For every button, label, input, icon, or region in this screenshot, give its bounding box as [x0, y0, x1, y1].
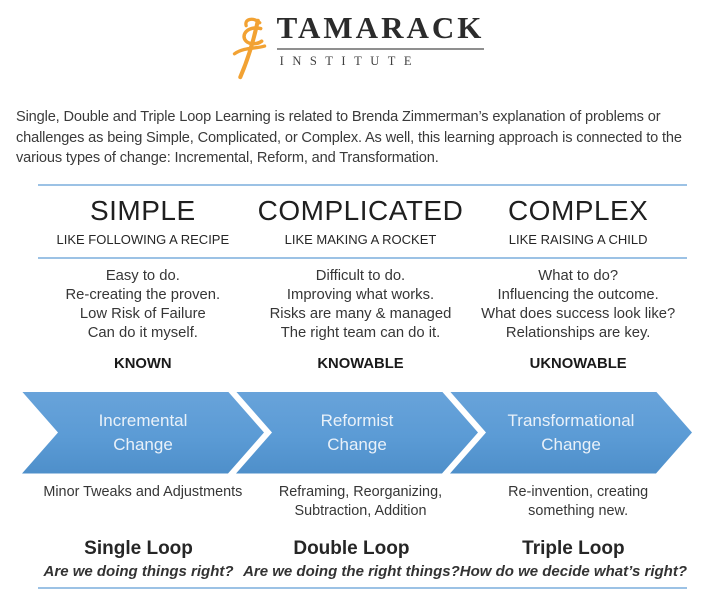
problem-headers-row: SIMPLE LIKE FOLLOWING A RECIPE COMPLICAT…: [0, 195, 713, 247]
loop-name: Single Loop: [84, 537, 193, 559]
arrow-incremental-change: Incremental Change: [22, 392, 264, 474]
logo-wordmark: TAMARACK: [276, 10, 485, 50]
column-title: COMPLEX: [507, 194, 649, 226]
column-subtitle: LIKE MAKING A ROCKET: [284, 231, 437, 247]
change-description-reformist: Reframing, Reorganizing, Subtraction, Ad…: [252, 483, 470, 521]
arrow-transformational-change: Transformational Change: [450, 392, 692, 474]
logo-text: TAMARACK INSTITUTE: [276, 10, 485, 69]
column-title: SIMPLE: [89, 194, 196, 226]
change-description-incremental: Minor Tweaks and Adjustments: [34, 483, 252, 521]
change-descriptions-row: Minor Tweaks and Adjustments Reframing, …: [0, 483, 713, 521]
change-description-text: Reframing, Reorganizing, Subtraction, Ad…: [278, 483, 443, 519]
column-subtitle: LIKE RAISING A CHILD: [508, 231, 648, 247]
arrow-label-line2: Change: [327, 434, 387, 454]
loop-question: Are we doing things right?: [43, 562, 234, 580]
knowability-knowable: KNOWABLE: [317, 355, 404, 372]
point: Relationships are key.: [505, 324, 651, 341]
characteristics-row: Easy to do. Re-creating the proven. Low …: [0, 267, 713, 343]
column-header-complicated: COMPLICATED LIKE MAKING A ROCKET: [252, 195, 470, 247]
column-points-complicated: Difficult to do. Improving what works. R…: [252, 267, 470, 343]
logo: TAMARACK INSTITUTE: [0, 0, 713, 85]
arrow-label-line1: Reformist: [320, 410, 394, 430]
change-description-text: Minor Tweaks and Adjustments: [43, 483, 243, 500]
arrow-label-line2: Change: [541, 434, 601, 454]
loop-name: Double Loop: [293, 537, 410, 559]
point: Improving what works.: [286, 286, 435, 303]
change-description-transformational: Re-invention, creating something new.: [469, 483, 687, 521]
column-points-simple: Easy to do. Re-creating the proven. Low …: [34, 267, 252, 343]
divider-middle: [38, 256, 687, 259]
tamarack-tree-icon: [229, 14, 273, 85]
loop-name: Triple Loop: [522, 537, 625, 559]
arrow-reformist-change: Reformist Change: [236, 392, 478, 474]
change-arrows-row: Incremental Change Reformist Change Tran…: [0, 392, 713, 474]
loops-row: Single Loop Are we doing things right? D…: [0, 538, 713, 580]
knowability-known: KNOWN: [114, 355, 172, 372]
point: Difficult to do.: [315, 267, 406, 284]
arrow-label-line2: Change: [113, 434, 173, 454]
arrow-label-line1: Incremental: [98, 410, 188, 430]
arrow-label-line1: Transformational: [507, 410, 635, 430]
loop-single: Single Loop Are we doing things right?: [34, 538, 243, 580]
point: Easy to do.: [105, 267, 180, 284]
divider-bottom: [38, 586, 687, 589]
point: The right team can do it.: [280, 324, 441, 341]
divider-top: [38, 183, 687, 186]
loop-triple: Triple Loop How do we decide what’s righ…: [460, 538, 687, 580]
column-points-complex: What to do? Influencing the outcome. Wha…: [469, 267, 687, 343]
knowability-unknowable: UKNOWABLE: [529, 355, 627, 372]
loop-question: How do we decide what’s right?: [459, 562, 687, 580]
intro-paragraph: Single, Double and Triple Loop Learning …: [16, 109, 682, 166]
loop-question: Are we doing the right things?: [243, 562, 460, 580]
point: Low Risk of Failure: [79, 305, 206, 322]
point: Risks are many & managed: [269, 305, 452, 322]
column-header-complex: COMPLEX LIKE RAISING A CHILD: [469, 195, 687, 247]
column-subtitle: LIKE FOLLOWING A RECIPE: [56, 231, 230, 247]
point: Can do it myself.: [87, 324, 198, 341]
column-title: COMPLICATED: [257, 194, 464, 226]
logo-subtitle: INSTITUTE: [279, 54, 421, 68]
change-description-text: Re-invention, creating something new.: [508, 483, 649, 519]
column-header-simple: SIMPLE LIKE FOLLOWING A RECIPE: [34, 195, 252, 247]
point: What to do?: [538, 267, 619, 284]
loop-double: Double Loop Are we doing the right thing…: [243, 538, 460, 580]
point: Re-creating the proven.: [65, 286, 221, 303]
knowability-row: KNOWN KNOWABLE UKNOWABLE: [0, 356, 713, 372]
point: Influencing the outcome.: [497, 286, 659, 303]
point: What does success look like?: [481, 305, 676, 322]
